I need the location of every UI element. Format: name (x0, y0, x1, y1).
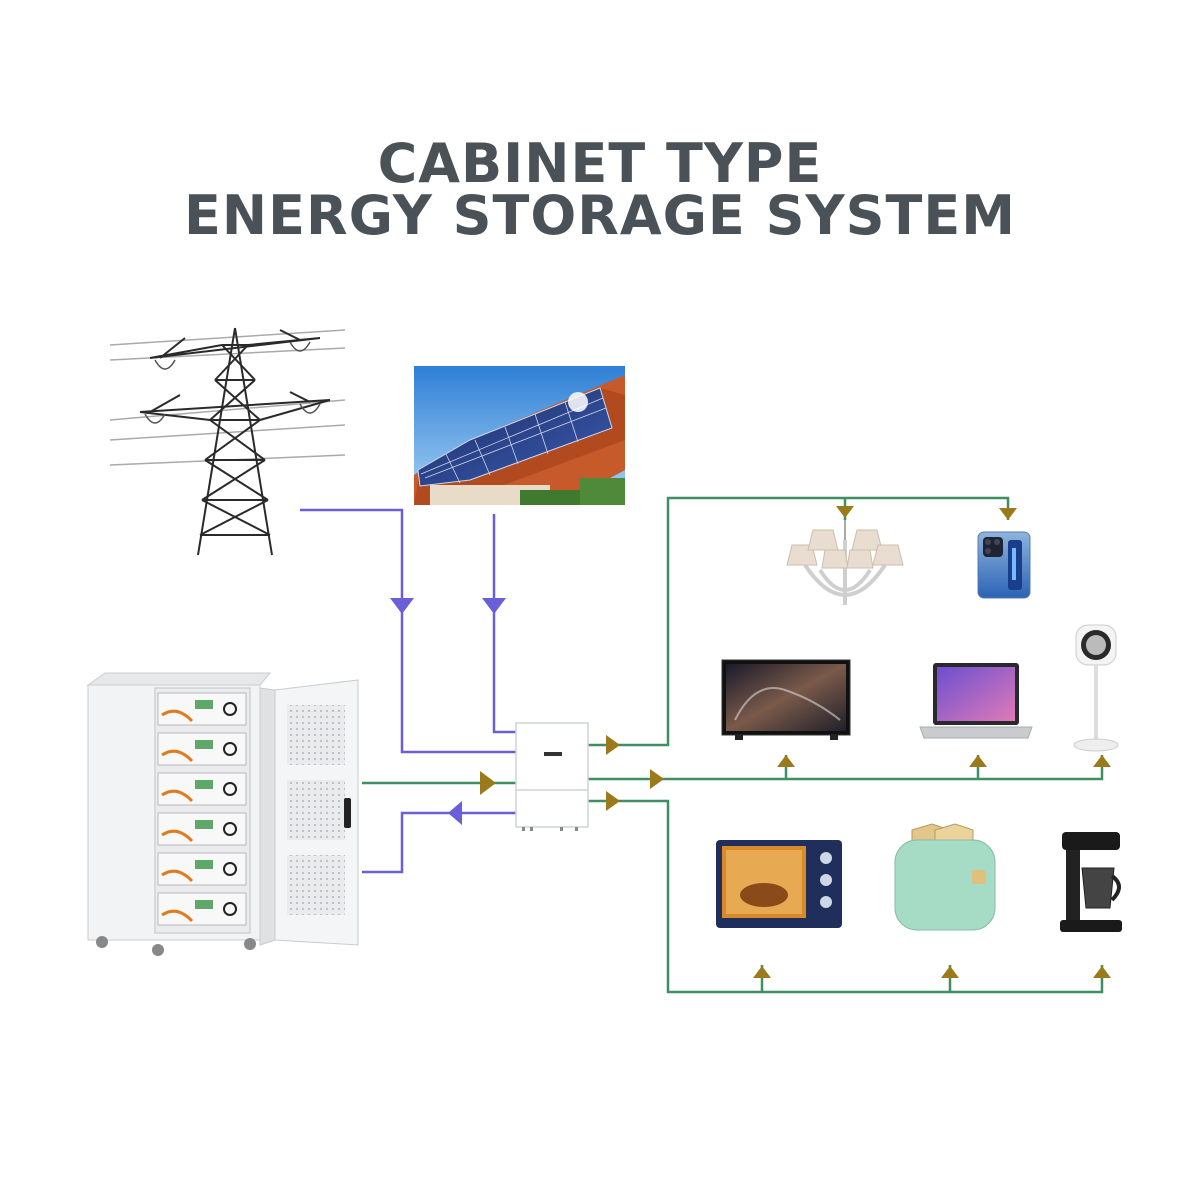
chandelier-icon (786, 520, 904, 605)
toaster-icon (894, 823, 996, 931)
fan-icon (1073, 624, 1119, 752)
oven-icon (716, 840, 842, 928)
television-icon (721, 659, 851, 740)
laptop-icon (919, 663, 1033, 739)
battery-modules (157, 692, 247, 926)
input-arrows (390, 598, 506, 825)
output-arrows (480, 506, 1111, 978)
power-grid-tower-icon (109, 327, 346, 556)
smartphone-icon (977, 531, 1031, 599)
title-line-1: CABINET TYPE (377, 132, 823, 195)
inverter (515, 722, 589, 831)
title-line-2: ENERGY STORAGE SYSTEM (184, 184, 1016, 247)
battery-cabinet (86, 672, 359, 956)
solar-panel-roof-image (414, 366, 625, 505)
coffee-maker-icon (1060, 832, 1122, 932)
